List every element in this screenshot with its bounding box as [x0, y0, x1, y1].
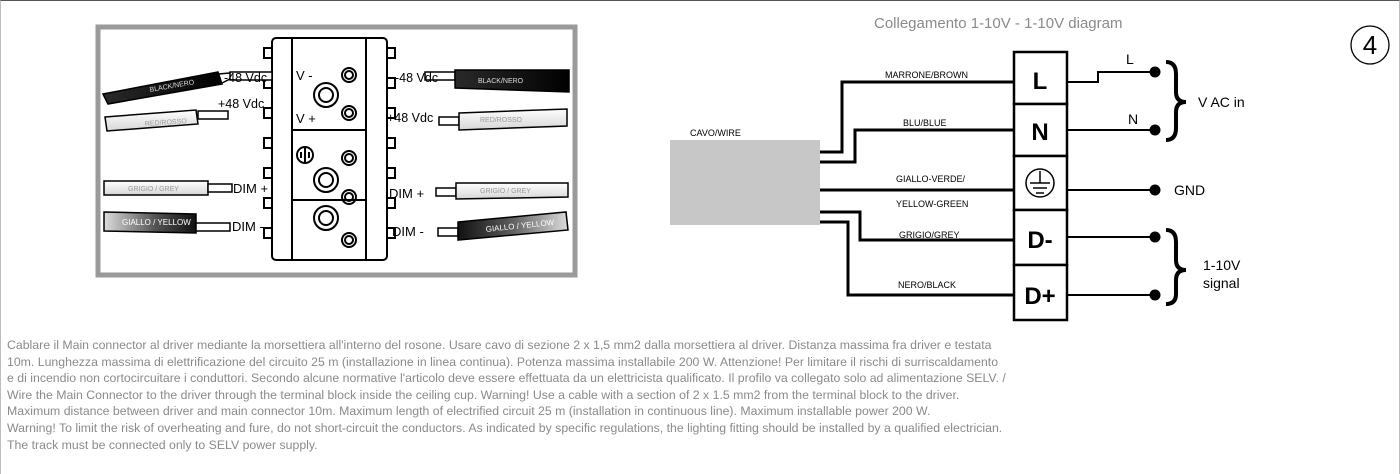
right-label-minus48: -48 Vdc	[395, 71, 438, 85]
left-sleeve-grey: GRIGIO / GREY	[128, 186, 179, 193]
signal-label-1: 1-10V	[1203, 257, 1241, 273]
wire-label-grey: GRIGIO/GREY	[899, 230, 960, 240]
diagram-title: Collegamento 1-10V - 1-10V diagram	[874, 15, 1122, 32]
right-label-plus48: +48 Vdc	[387, 111, 433, 125]
caption-line: Wire the Main Connector to the driver th…	[7, 387, 960, 402]
terminal-mark-vplus: V +	[296, 111, 316, 126]
brace-signal	[1165, 228, 1187, 306]
right-label-dimminus: DIM -	[392, 224, 424, 239]
right-sleeve-grey: GRIGIO / GREY	[480, 188, 531, 195]
caption-line: 10m. Lunghezza massima di elettrificazio…	[7, 354, 999, 369]
ground-icon	[1025, 168, 1055, 198]
terminal-mark-vminus: V -	[296, 68, 313, 83]
terminal-Dminus: D-	[1027, 227, 1052, 254]
wire-label-black: NERO/BLACK	[898, 280, 956, 290]
caption-line: The track must be connected only to SELV…	[7, 437, 318, 452]
caption-line: Warning! To limit the risk of overheatin…	[7, 420, 1003, 435]
output-L-label: L	[1126, 51, 1134, 67]
wire-label-yellowgreen-2: YELLOW-GREEN	[896, 199, 968, 209]
left-label-dimplus: DIM +	[233, 181, 268, 196]
wire-label-yellowgreen-1: GIALLO-VERDE/	[896, 174, 966, 184]
wire-label-blue: BLU/BLUE	[903, 118, 947, 128]
caption-line: Cablare il Main connector al driver medi…	[7, 338, 992, 352]
right-sleeve-red: RED/ROSSO	[480, 117, 523, 124]
left-label-dimminus: DIM -	[232, 219, 264, 234]
wire-label-brown: MARRONE/BROWN	[885, 70, 968, 80]
terminal-Dplus: D+	[1024, 283, 1055, 310]
left-sleeve-red: RED/ROSSO	[145, 118, 188, 128]
connector-illustration: V - V + BLACK/NERO -48 Vdc RED/ROSSO +48…	[95, 24, 578, 278]
left-sleeve-yellow: GIALLO / YELLOW	[122, 218, 191, 227]
output-terminals	[1149, 66, 1161, 301]
left-label-plus48: +48 Vdc	[218, 97, 264, 111]
right-wires: BLACK/NERO -48 Vdc RED/ROSSO +48 Vdc GRI…	[387, 69, 570, 241]
terminal-block	[263, 37, 396, 261]
terminal-N: N	[1031, 119, 1048, 146]
gnd-label: GND	[1174, 182, 1205, 198]
step-number-circle	[1350, 25, 1390, 65]
right-label-dimplus: DIM +	[389, 186, 424, 201]
schematic-wires	[820, 80, 1014, 297]
caption-line: e di incendio non cortocircuitare i cond…	[7, 371, 1006, 386]
left-wires: BLACK/NERO -48 Vdc RED/ROSSO +48 Vdc GRI…	[101, 71, 273, 234]
terminal-L: L	[1033, 68, 1048, 95]
cable-label: CAVO/WIRE	[690, 128, 741, 138]
brace-vac	[1165, 60, 1187, 142]
instructions-text: Cablare il Main connector al driver medi…	[7, 337, 1395, 453]
cable-box	[670, 140, 820, 225]
signal-label-2: signal	[1203, 275, 1240, 291]
left-label-minus48: -48 Vdc	[224, 71, 267, 85]
output-lines	[1067, 71, 1155, 296]
schematic: Collegamento 1-10V - 1-10V diagram 4 CAV…	[670, 15, 1390, 322]
step-number: 4	[1363, 30, 1377, 60]
right-sleeve-black: BLACK/NERO	[478, 78, 524, 85]
vac-in-label: V AC in	[1198, 94, 1245, 110]
output-N-label: N	[1128, 111, 1138, 127]
caption-line: Maximum distance between driver and main…	[7, 404, 931, 419]
